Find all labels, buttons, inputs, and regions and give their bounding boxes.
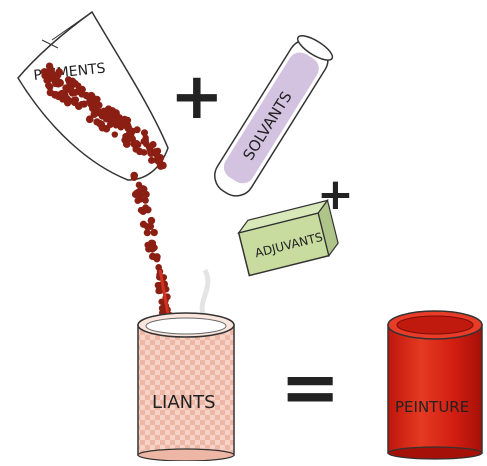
pigment-granule (86, 115, 94, 123)
pigment-granule (74, 88, 81, 95)
pigment-granule (136, 182, 143, 189)
plus-operator-1: + (170, 60, 224, 134)
pigment-granule (153, 256, 160, 263)
pigment-granule (98, 109, 105, 116)
pigment-granule (134, 126, 141, 133)
liants-can: LIANTS (138, 313, 234, 461)
peinture-label: PEINTURE (395, 398, 469, 416)
pigment-granule (124, 117, 131, 124)
pigment-granule (151, 229, 158, 236)
pigment-granule (112, 131, 118, 137)
pigment-granule (132, 146, 139, 153)
pigment-granule (47, 89, 54, 96)
pigment-granule (142, 137, 149, 144)
pigment-granule (155, 264, 162, 271)
pigment-granule (141, 129, 148, 136)
pigment-granule (98, 121, 105, 128)
pigment-granule (133, 140, 140, 147)
pigment-granule (141, 186, 148, 193)
pigment-granule (108, 113, 115, 120)
pigment-granule (88, 101, 96, 109)
peinture-can: PEINTURE (388, 311, 482, 459)
pigment-granule (138, 207, 145, 214)
pigment-granule (131, 172, 139, 180)
pigment-granule (144, 223, 151, 230)
pigment-granule (155, 158, 163, 166)
pigment-granule (125, 136, 132, 143)
pigment-granule (133, 190, 140, 197)
pigment-granule (149, 245, 156, 252)
pigment-granule (72, 96, 79, 103)
pigment-granule (147, 149, 155, 157)
liants-label: LIANTS (152, 392, 216, 413)
pigment-granule (52, 80, 59, 87)
vapour-wisp (202, 270, 208, 320)
pigment-granule (123, 123, 129, 129)
pigment-granule (58, 90, 66, 98)
pigment-granule (45, 69, 52, 76)
equals-operator: = (280, 345, 340, 429)
pigment-granule (64, 96, 71, 103)
pigment-granule (79, 101, 86, 108)
pigment-granule (43, 77, 50, 84)
pigment-granule (67, 83, 75, 91)
adjuvants-packet: ADJUVANTS (236, 200, 340, 275)
pigment-granule (134, 197, 141, 204)
